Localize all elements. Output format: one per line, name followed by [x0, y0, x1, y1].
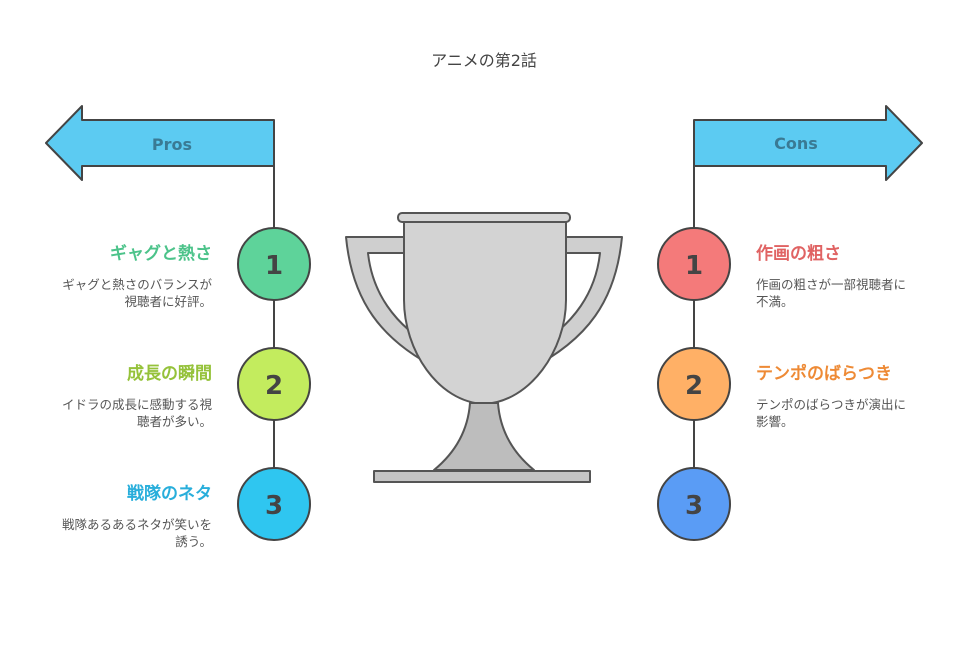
cons-item-2-circle — [657, 347, 731, 421]
pros-item-1-number: 1 — [265, 251, 283, 281]
cons-item-3-circle — [657, 467, 731, 541]
pros-item-2-number: 2 — [265, 371, 283, 401]
trophy-rim — [397, 212, 571, 223]
trophy-stem — [433, 402, 535, 471]
cons-item-3-number: 3 — [685, 491, 703, 521]
pros-item-3-title: 戦隊のネタ — [127, 484, 212, 504]
pros-item-1-circle — [237, 227, 311, 301]
cons-item-1-number: 1 — [685, 251, 703, 281]
cons-item-1-circle — [657, 227, 731, 301]
cons-item-2-title: テンポのばらつき — [756, 364, 892, 384]
cons-label: Cons — [774, 134, 818, 153]
trophy-icon — [345, 212, 623, 483]
pros-item-1-title: ギャグと熱さ — [110, 244, 212, 264]
cons-item-2-number: 2 — [685, 371, 703, 401]
pros-item-3-circle — [237, 467, 311, 541]
cons-item-1-title: 作画の粗さ — [756, 244, 841, 264]
pros-item-3-number: 3 — [265, 491, 283, 521]
pros-item-1-desc: ギャグと熱さのバランスが視聴者に好評。 — [62, 277, 212, 309]
left-arrow-banner-icon — [45, 105, 275, 181]
trophy-base — [373, 470, 591, 483]
diagram-title: アニメの第2話 — [431, 51, 537, 70]
pros-item-3-desc: 戦隊あるあるネタが笑いを誘う。 — [61, 517, 212, 549]
trophy-cup — [403, 220, 567, 405]
pros-item-2-desc: イドラの成長に感動する視聴者が多い。 — [61, 397, 212, 429]
cons-item-2-desc: テンポのばらつきが演出に影響。 — [756, 397, 907, 429]
pros-item-2-circle — [237, 347, 311, 421]
number-circles: 1 2 3 1 2 3 — [237, 227, 731, 541]
cons-item-1-desc: 作画の粗さが一部視聴者に不満。 — [756, 277, 907, 309]
pros-item-2-title: 成長の瞬間 — [127, 364, 212, 384]
pros-label: Pros — [152, 135, 192, 154]
right-arrow-banner-icon — [693, 105, 923, 181]
